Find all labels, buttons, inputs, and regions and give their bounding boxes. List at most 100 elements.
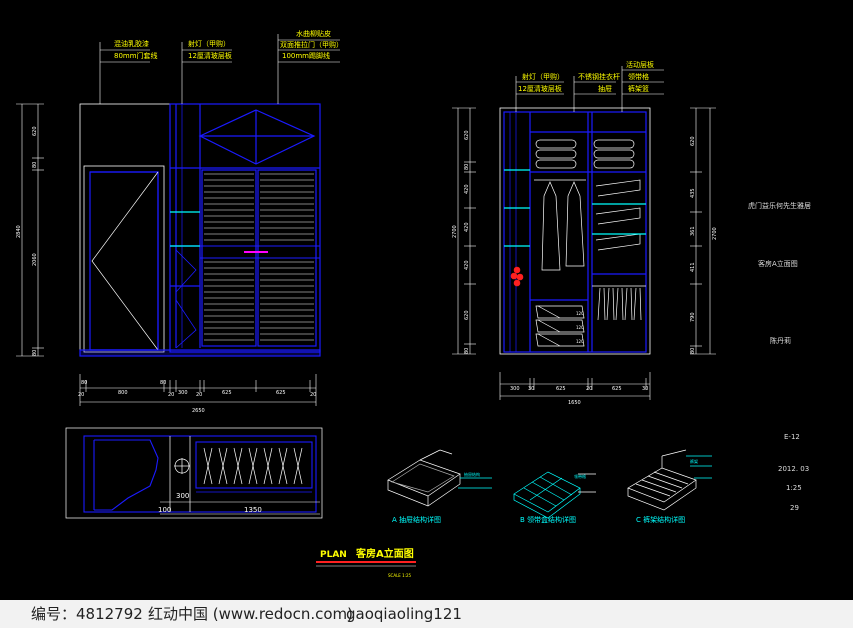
dim-b-vl1: 620 bbox=[464, 130, 470, 140]
dims-a-vertical bbox=[16, 103, 44, 357]
detail-note-c: 裤架 bbox=[690, 458, 698, 464]
detail-a-drawer bbox=[387, 449, 492, 507]
detail-note-b: 领带格 bbox=[574, 473, 586, 479]
dim-a-h3: 800 bbox=[118, 390, 128, 396]
dim-a-h6: 300 bbox=[178, 390, 188, 396]
note-b3-l3: 裤架篮 bbox=[628, 84, 649, 93]
note-a1-l2: 80mm门套线 bbox=[114, 51, 158, 60]
trouser-leg bbox=[639, 287, 642, 321]
dim-b-vr2: 435 bbox=[690, 188, 696, 198]
tb-date: 2012. 03 bbox=[778, 465, 809, 473]
trouser-leg bbox=[606, 287, 610, 321]
trouser-leg bbox=[612, 287, 615, 321]
tb-designer: 陈丹莉 bbox=[770, 336, 791, 345]
note-b3-l2: 领带格 bbox=[628, 72, 649, 81]
title-name: 客房A立面图 bbox=[355, 547, 414, 560]
drawer-label-1: 120 bbox=[576, 311, 584, 316]
tb-page: 29 bbox=[790, 504, 799, 512]
plan-dim-100: 100 bbox=[158, 506, 171, 514]
dim-a-h2: 80 bbox=[81, 380, 87, 386]
annotations-a bbox=[99, 34, 340, 104]
dim-b-h6: 30 bbox=[642, 386, 648, 392]
elevation-b bbox=[499, 107, 651, 355]
note-b2-l1: 不锈钢挂衣杆 bbox=[578, 72, 620, 81]
note-a3-l2: 双面推拉门（甲购） bbox=[280, 40, 343, 49]
note-b3-l1: 活动层板 bbox=[626, 60, 654, 69]
dim-a-v2: 80 bbox=[32, 162, 38, 168]
dim-a-h4: 80 bbox=[160, 380, 166, 386]
dim-a-h5: 20 bbox=[168, 392, 174, 398]
dim-b-h2: 30 bbox=[528, 386, 534, 392]
dim-b-vr5: 790 bbox=[690, 312, 696, 322]
dim-b-vl7: 80 bbox=[464, 348, 470, 354]
dim-b-total-r: 2700 bbox=[712, 227, 718, 240]
note-b1-l2: 12厘清玻层板 bbox=[518, 84, 562, 93]
plan-hanger bbox=[248, 447, 258, 485]
note-a2-l2: 12厘清玻层板 bbox=[188, 51, 232, 60]
dim-a-total: 2840 bbox=[16, 225, 22, 238]
dim-b-vr4: 411 bbox=[690, 262, 696, 272]
watermark-footer: 编号：4812792 红动中国 (www.redocn.com) gaoqiao… bbox=[0, 600, 853, 628]
dim-a-h8: 625 bbox=[222, 390, 232, 396]
dim-b-vr1: 620 bbox=[690, 136, 696, 146]
detail-caption-c: C 裤架结构详图 bbox=[636, 515, 685, 524]
detail-note-a: 抽屉结构 bbox=[464, 471, 480, 477]
dim-b-vl5: 420 bbox=[464, 260, 470, 270]
dim-b-vl4: 420 bbox=[464, 222, 470, 232]
elevation-a bbox=[79, 103, 321, 357]
note-a2-l1: 射灯（甲购） bbox=[188, 39, 230, 48]
dim-b-vl6: 620 bbox=[464, 310, 470, 320]
plan-hanger bbox=[218, 447, 228, 485]
dim-b-total: 2700 bbox=[452, 225, 458, 238]
dim-b-vl3: 420 bbox=[464, 184, 470, 194]
trouser-leg bbox=[603, 287, 606, 321]
trouser-leg bbox=[621, 287, 624, 321]
detail-caption-b: B 领带盒结构详图 bbox=[520, 515, 576, 524]
annotations-b bbox=[515, 66, 664, 112]
dim-b-vr3: 361 bbox=[690, 226, 696, 236]
footer-author: gaoqiaoling121 bbox=[346, 605, 462, 623]
note-a3-l3: 100mm踢脚线 bbox=[282, 51, 330, 60]
plan-dim-300: 300 bbox=[176, 492, 189, 500]
dim-a-v3: 2060 bbox=[32, 253, 38, 266]
detail-b-tie-box bbox=[513, 471, 596, 519]
note-a3-l1: 水曲柳贴皮 bbox=[296, 29, 331, 38]
dim-b-vr6: 80 bbox=[690, 348, 696, 354]
title-plan: PLAN bbox=[320, 550, 347, 560]
dim-a-v4: 80 bbox=[32, 350, 38, 356]
footer-site: 红动中国 (www.redocn.com) bbox=[148, 605, 353, 623]
plan-hanger bbox=[278, 447, 288, 485]
cad-drawing: 混油乳胶漆 80mm门套线 射灯（甲购） 12厘清玻层板 水曲柳贴皮 双面推拉门… bbox=[16, 29, 811, 578]
note-a1-l1: 混油乳胶漆 bbox=[114, 39, 149, 48]
dim-b-h3: 625 bbox=[556, 386, 566, 392]
dims-b-vertical-right bbox=[690, 107, 716, 355]
trouser-leg bbox=[597, 287, 601, 321]
dims-b-horizontal bbox=[499, 372, 651, 400]
drawer-label-2: 120 bbox=[576, 325, 584, 330]
tb-scale: 1:25 bbox=[786, 484, 802, 492]
dims-b-vertical-left bbox=[452, 107, 476, 355]
tb-drawing-name: 客房A立面图 bbox=[758, 259, 798, 268]
dim-b-vl2: 80 bbox=[464, 164, 470, 170]
plan-view bbox=[65, 427, 323, 519]
dim-a-total-w: 2650 bbox=[192, 408, 205, 414]
plan-hanger bbox=[233, 447, 243, 485]
plan-hanger bbox=[203, 447, 213, 485]
dims-a-horizontal bbox=[79, 374, 317, 406]
dim-a-v1: 620 bbox=[32, 126, 38, 136]
trouser-leg bbox=[630, 287, 633, 321]
plan-dim-1350: 1350 bbox=[244, 506, 262, 514]
note-b2-l2: 抽屉 bbox=[598, 84, 612, 93]
dim-b-total-w: 1650 bbox=[568, 400, 581, 406]
note-b1-l1: 射灯（甲购） bbox=[522, 72, 564, 81]
dim-b-h4: 20 bbox=[586, 386, 592, 392]
dim-b-h5: 625 bbox=[612, 386, 622, 392]
dim-a-h9: 625 bbox=[276, 390, 286, 396]
drawer-label-3: 120 bbox=[576, 339, 584, 344]
trouser-leg bbox=[624, 287, 628, 321]
tb-sheet: E-12 bbox=[784, 433, 800, 441]
dim-a-h10: 20 bbox=[310, 392, 316, 398]
plan-hanger bbox=[263, 447, 273, 485]
dim-b-h1: 300 bbox=[510, 386, 520, 392]
